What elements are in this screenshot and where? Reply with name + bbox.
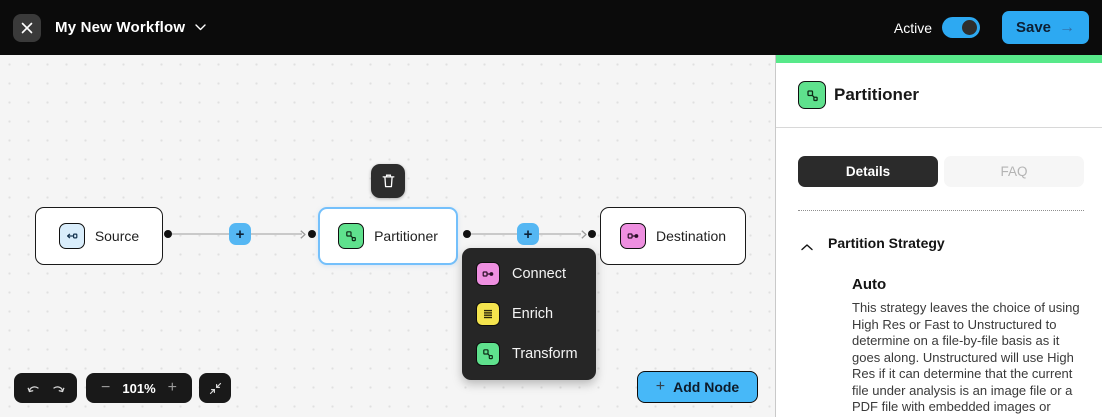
zoom-controls: − 101% + (86, 373, 192, 403)
zoom-out-button[interactable]: − (101, 379, 111, 396)
node-destination[interactable]: Destination (600, 207, 746, 265)
x-icon (21, 22, 33, 33)
workflow-canvas[interactable]: Source + Partitioner + (0, 55, 775, 417)
panel-divider (776, 127, 1102, 128)
node-partitioner[interactable]: Partitioner (318, 207, 458, 265)
add-node-button[interactable]: + Add Node (637, 371, 758, 403)
arrow-right-icon: → (1059, 18, 1076, 36)
enrich-icon (476, 302, 500, 326)
menu-item-label: Connect (512, 266, 567, 282)
panel-title: Partitioner (834, 85, 920, 104)
node-details-panel: Partitioner Details FAQ Partition Strate… (775, 55, 1102, 417)
edge-source-handle[interactable] (463, 230, 471, 238)
section-title: Partition Strategy (828, 235, 945, 251)
menu-item-connect[interactable]: Connect (462, 254, 596, 294)
node-label: Destination (655, 228, 727, 244)
add-node-label: Add Node (673, 379, 740, 395)
fit-view-button[interactable] (199, 373, 231, 403)
menu-item-label: Enrich (512, 306, 554, 322)
delete-node-button[interactable] (371, 164, 405, 198)
node-label: Source (94, 228, 140, 244)
redo-button[interactable] (51, 382, 65, 394)
node-label: Partitioner (374, 228, 438, 244)
edge-target-handle[interactable] (588, 230, 596, 238)
zoom-level: 101% (122, 380, 156, 396)
chevron-down-icon (195, 24, 206, 31)
active-toggle[interactable] (942, 17, 980, 38)
toggle-knob (962, 20, 977, 35)
edge-target-handle[interactable] (308, 230, 316, 238)
node-source[interactable]: Source (35, 207, 163, 265)
workflow-title: My New Workflow (55, 19, 186, 36)
transform-icon (476, 342, 500, 366)
edge-source-handle[interactable] (164, 230, 172, 238)
trash-icon (382, 174, 394, 188)
menu-item-label: Transform (512, 346, 578, 362)
section-collapse-button[interactable] (801, 238, 813, 256)
edge-arrowhead-icon (581, 230, 587, 239)
workflow-title-menu-button[interactable] (195, 24, 206, 31)
edge-arrowhead-icon (300, 230, 306, 239)
edge-add-node-button[interactable]: + (229, 223, 251, 245)
redo-arrow-icon (52, 386, 64, 393)
panel-accent-bar (776, 55, 1102, 63)
add-node-menu: Connect Enrich (462, 248, 596, 380)
save-button-label: Save (1015, 19, 1052, 36)
source-icon (58, 223, 85, 249)
partitioner-icon (338, 223, 365, 249)
dotted-divider (798, 210, 1084, 211)
chevron-up-icon (801, 244, 813, 251)
zoom-in-button[interactable]: + (167, 379, 177, 396)
connect-icon (476, 262, 500, 286)
destination-icon (619, 223, 646, 249)
menu-item-transform[interactable]: Transform (462, 334, 596, 374)
menu-item-enrich[interactable]: Enrich (462, 294, 596, 334)
strategy-description: This strategy leaves the choice of using… (852, 300, 1080, 417)
partitioner-icon (798, 81, 826, 109)
active-label: Active (893, 19, 932, 36)
tab-faq[interactable]: FAQ (944, 156, 1084, 187)
collapse-arrows-icon (209, 382, 221, 394)
tab-details[interactable]: Details (798, 156, 938, 187)
edge-add-node-button[interactable]: + (517, 223, 539, 245)
plus-icon: + (655, 378, 666, 395)
history-controls (14, 373, 77, 403)
undo-arrow-icon (27, 386, 39, 393)
close-button[interactable] (13, 13, 41, 42)
strategy-name: Auto (852, 276, 887, 293)
undo-button[interactable] (27, 382, 41, 394)
save-button[interactable]: Save → (1002, 11, 1089, 44)
top-bar: My New Workflow Active Save → (0, 0, 1102, 55)
